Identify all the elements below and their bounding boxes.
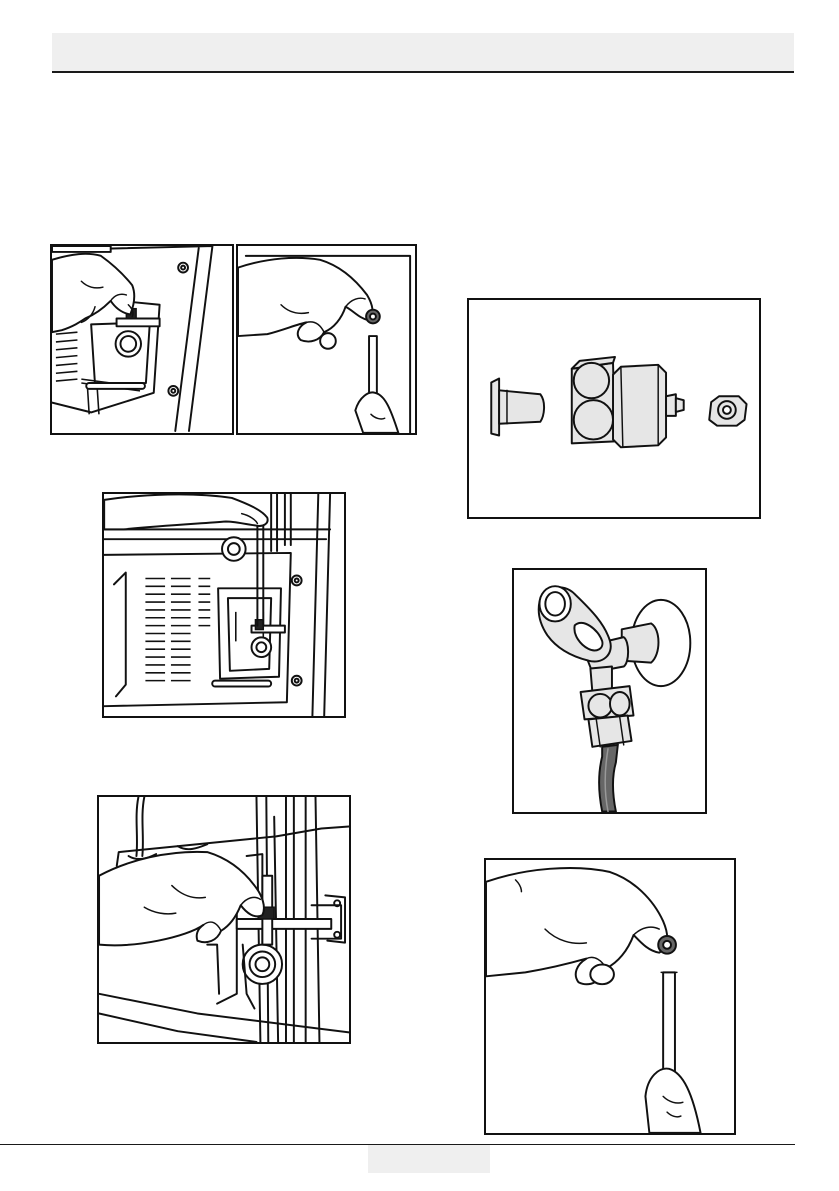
figure-hand-clip-drawing xyxy=(99,797,349,1042)
tube-icon xyxy=(645,972,700,1132)
nut-icon xyxy=(709,396,746,425)
figure-tube-connected-drawing xyxy=(104,494,344,716)
figure-tap-valve-drawing xyxy=(514,570,705,812)
tube-icon xyxy=(599,745,618,812)
tube-icon xyxy=(355,336,398,433)
figure-fitting-parts xyxy=(467,298,761,519)
figure-fitting-parts-drawing xyxy=(469,300,759,517)
nut-icon xyxy=(366,310,380,324)
figure-hand-nut-tube-large-drawing xyxy=(486,860,734,1133)
figure-hand-clip xyxy=(97,795,351,1044)
page-number-tab xyxy=(368,1145,490,1173)
figure-hand-nut-tube-large xyxy=(484,858,736,1135)
hand-icon xyxy=(104,494,267,529)
figure-hand-at-valve xyxy=(50,244,234,435)
figure-hand-nut-tube xyxy=(236,244,417,435)
tap-icon xyxy=(539,586,691,747)
valve-icon xyxy=(116,309,160,357)
hand-icon xyxy=(99,852,264,946)
hand-icon xyxy=(486,868,667,984)
header-rule xyxy=(52,71,794,73)
header-bar xyxy=(52,33,794,71)
fitting-icon xyxy=(491,357,683,447)
nut-icon xyxy=(658,936,676,954)
hand-icon xyxy=(238,258,373,349)
figure-hand-nut-tube-drawing xyxy=(238,246,415,433)
figure-tap-valve xyxy=(512,568,707,814)
figure-tube-connected xyxy=(102,492,346,718)
valve-icon xyxy=(237,905,341,1008)
figure-hand-at-valve-drawing xyxy=(52,246,232,433)
